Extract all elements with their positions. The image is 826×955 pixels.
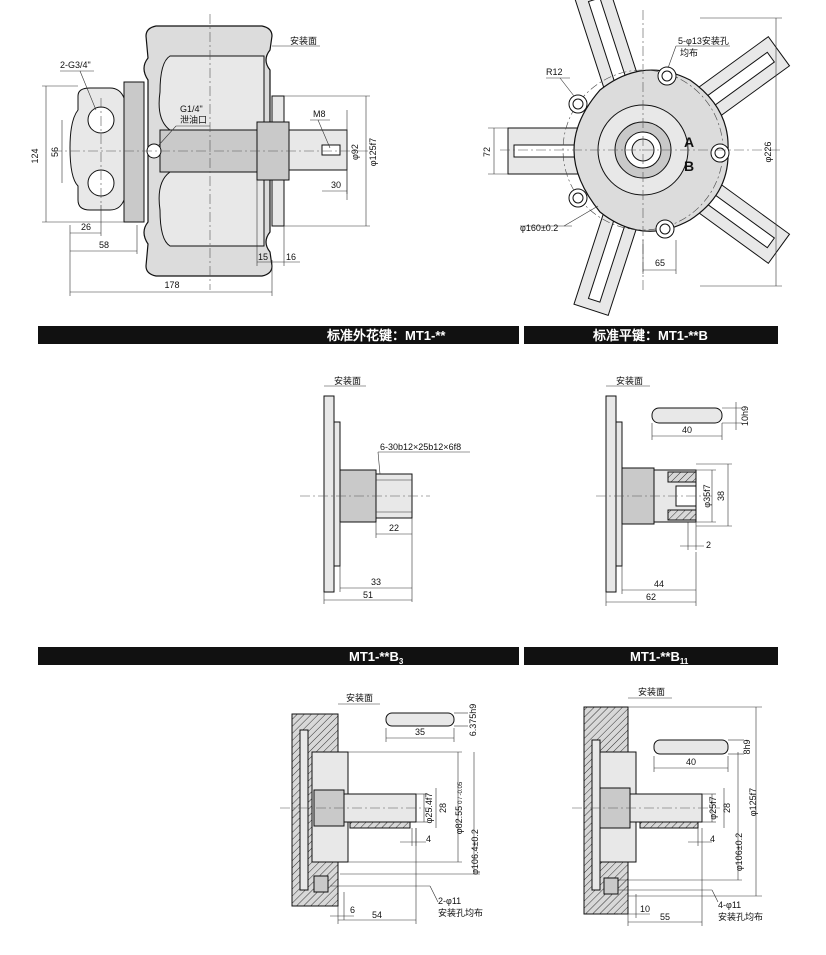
dim-58: 58	[99, 240, 109, 250]
dim-2: 2	[706, 540, 711, 550]
dim-6: 6	[350, 905, 355, 915]
dim-22: 22	[389, 523, 399, 533]
dim-phi254: φ25.4f7	[424, 793, 434, 824]
label-holes-note-b3: 安装孔均布	[438, 907, 483, 918]
front-view: 124 56 26 58 178 15 16 30 φ92 φ125f7 2-G…	[30, 14, 378, 296]
dim-44: 44	[654, 579, 664, 589]
dim-16: 16	[286, 252, 296, 262]
dim-28-b11: 28	[722, 803, 732, 813]
dim-56: 56	[50, 147, 60, 157]
dim-124: 124	[30, 148, 40, 163]
dim-phi125: φ125f7	[368, 138, 378, 166]
spline-shaft-view: 安装面 6-30b12×25b12×6f8 22 33 51	[300, 375, 470, 604]
label-mount-face-3: 安装面	[616, 375, 643, 386]
dim-38: 38	[716, 491, 726, 501]
svg-text:MT1-**B11: MT1-**B11	[630, 649, 689, 666]
bar-b11-title: MT1-**B	[630, 649, 680, 664]
b3-shaft-view: 安装面 6.375h9 35 φ25.4f7 28 φ82.55 0 / -0.0…	[280, 692, 483, 924]
b11-shaft-view: 安装面 8h9 40 φ25f7 28 φ125f7 φ106±0.2 4 4-…	[572, 686, 763, 926]
label-mount-face-1: 安装面	[290, 35, 317, 46]
dim-65: 65	[655, 258, 665, 268]
dim-phi125-b11: φ125f7	[748, 788, 758, 816]
label-mount-face-5: 安装面	[638, 686, 665, 697]
dim-phi35: φ35f7	[702, 484, 712, 507]
label-holes-b3: 2-φ11	[438, 896, 461, 906]
body-lobe-lower	[158, 171, 265, 247]
label-pcd: φ160±0.2	[520, 223, 558, 233]
dim-6375h9: 6.375h9	[468, 704, 478, 737]
dim-55: 55	[660, 912, 670, 922]
svg-text:φ82.550 / -0.05: φ82.55 0 / -0.05	[454, 781, 464, 834]
dim-phi92: φ92	[350, 144, 360, 160]
port-b-label: B	[684, 158, 694, 174]
label-holes-b11: 4-φ11	[718, 900, 741, 910]
section-bar-flatkey: 标准平键：MT1-**B	[524, 326, 778, 344]
body-lobe-upper	[158, 55, 265, 131]
bar-spline-title: 标准外花键：MT1-**	[326, 328, 446, 343]
dim-28-b3: 28	[438, 803, 448, 813]
dim-10h9: 10h9	[740, 406, 750, 426]
dim-62: 62	[646, 592, 656, 602]
dim-15: 15	[258, 252, 268, 262]
label-holes-note-b11: 安装孔均布	[718, 911, 763, 922]
dim-30: 30	[331, 180, 341, 190]
label-drain-thread: G1/4"	[180, 104, 203, 114]
dim-pcd-b11: φ106±0.2	[734, 833, 744, 871]
dim-72: 72	[482, 147, 492, 157]
section-bar-b11: MT1-**B11	[524, 647, 778, 666]
label-spline-spec: 6-30b12×25b12×6f8	[380, 442, 461, 452]
dim-phi25: φ25f7	[708, 796, 718, 819]
dim-4-b11: 4	[710, 834, 715, 844]
dim-4-b3: 4	[426, 834, 431, 844]
dim-33: 33	[371, 577, 381, 587]
dim-pcd-b3: φ106.4±0.2	[470, 829, 480, 875]
section-bar-b3: MT1-**B3	[38, 647, 519, 666]
dim-54: 54	[372, 910, 382, 920]
bar-b3-sub: 3	[399, 657, 404, 666]
label-holes-note: 均布	[680, 47, 698, 58]
dim-35: 35	[415, 727, 425, 737]
bar-flatkey-title: 标准平键：MT1-**B	[592, 328, 708, 343]
dim-phi8255: φ82.55	[454, 806, 464, 834]
svg-text:MT1-**B3: MT1-**B3	[349, 649, 404, 666]
dim-40-b11: 40	[686, 757, 696, 767]
label-r12: R12	[546, 67, 563, 77]
label-port-thread: 2-G3/4"	[60, 60, 91, 70]
shaft-thread-hole	[321, 144, 341, 156]
dim-51: 51	[363, 590, 373, 600]
dim-10: 10	[640, 904, 650, 914]
body-waist	[159, 129, 265, 173]
dim-phi8255-tol: 0 / -0.05	[458, 781, 464, 804]
label-mount-face-2: 安装面	[334, 375, 361, 386]
bar-b3-title: MT1-**B	[349, 649, 399, 664]
dim-26: 26	[81, 222, 91, 232]
label-holes: 5-φ13安装孔	[678, 35, 729, 46]
label-drain: 泄油口	[180, 114, 207, 125]
rear-flange	[123, 81, 145, 223]
label-mount-face-4: 安装面	[346, 692, 373, 703]
flatkey-shaft-view: 安装面 10h9 40 φ35f7 38 2 44 62	[596, 375, 750, 606]
bar-b11-sub: 11	[680, 657, 689, 666]
label-m8: M8	[313, 109, 326, 119]
section-bar-spline: 标准外花键：MT1-**	[38, 326, 519, 344]
side-view: A B 5-φ13安装孔 均布 R12 72 φ160±0.2 65 φ226	[482, 0, 791, 316]
dim-phi226: φ226	[763, 142, 773, 163]
port-a-label: A	[684, 134, 694, 150]
dim-40-key: 40	[682, 425, 692, 435]
dim-178: 178	[164, 280, 179, 290]
dim-8h9: 8h9	[742, 739, 752, 754]
